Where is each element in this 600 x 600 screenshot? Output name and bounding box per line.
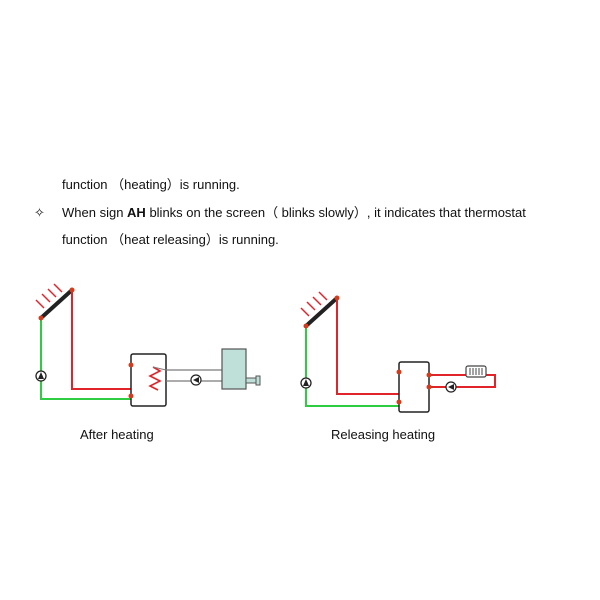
cold-pipe xyxy=(305,326,399,407)
cold-pipe xyxy=(40,318,131,400)
boiler xyxy=(221,348,247,390)
caption-releasing-heating: Releasing heating xyxy=(331,427,436,442)
sensor-icon xyxy=(128,362,134,368)
storage-tank xyxy=(398,361,430,413)
caption-after-heating: After heating xyxy=(80,427,154,442)
sensor-icon xyxy=(334,295,340,301)
sensor-icon xyxy=(396,369,402,375)
text-line-function-heat-releasing: function （heat releasing）is running. xyxy=(62,232,279,247)
pump-icon xyxy=(445,381,457,393)
bullet-icon: ✧ xyxy=(34,205,45,220)
after-heating-diagram xyxy=(35,283,261,407)
sensor-icon xyxy=(426,384,432,390)
solar-collector-icon xyxy=(35,283,74,320)
hot-pipe xyxy=(336,298,399,395)
text-line-ah-blinks: ✧ When sign AH blinks on the screen（ blin… xyxy=(34,202,526,221)
releasing-heating-diagram xyxy=(300,291,496,413)
sensor-icon xyxy=(38,315,44,321)
solar-collector-icon xyxy=(300,291,339,328)
heating-coil xyxy=(148,366,162,391)
pump-icon xyxy=(190,374,202,386)
text-segment: blinks on the screen（ blinks slowly）, it… xyxy=(145,205,526,220)
hot-pipe xyxy=(71,290,131,390)
radiator-icon xyxy=(465,365,487,378)
sensor-icon xyxy=(128,393,134,399)
storage-tank xyxy=(130,353,167,407)
text-segment: When sign xyxy=(62,205,128,220)
radiator-loop-pipe xyxy=(429,374,496,388)
sensor-icon xyxy=(396,399,402,405)
pump-icon xyxy=(35,370,47,382)
pump-icon xyxy=(300,377,312,389)
sensor-icon xyxy=(426,372,432,378)
sensor-icon xyxy=(303,323,309,329)
sensor-icon xyxy=(69,287,75,293)
sign-ah: AH xyxy=(127,205,146,220)
text-line-function-heating: function （heating）is running. xyxy=(62,177,240,192)
